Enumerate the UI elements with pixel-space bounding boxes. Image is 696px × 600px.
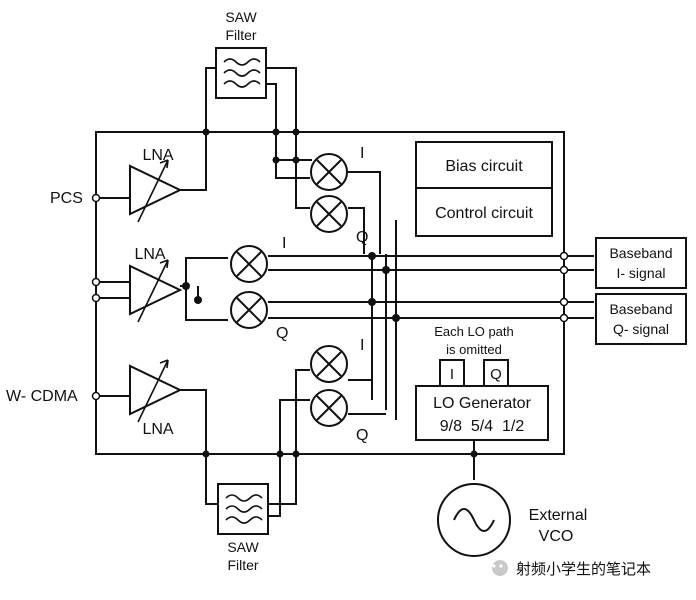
saw-bottom-label-1: SAW (227, 539, 259, 555)
baseband-q-line1: Baseband (609, 301, 672, 317)
vco-label-1: External (529, 507, 588, 524)
lo-note-line1: Each LO path (434, 324, 514, 339)
lna-top-label: LNA (142, 147, 173, 164)
baseband-i-line1: Baseband (609, 245, 672, 261)
watermark-logo (492, 560, 508, 576)
input-pcs: PCS (50, 190, 83, 207)
port-mid-1 (91, 277, 101, 287)
saw-filter-top (215, 47, 267, 99)
saw-bottom-label-2: Filter (227, 557, 258, 573)
lo-q-box (483, 359, 509, 387)
port-wcdma (91, 391, 101, 401)
lo-i-label: I (450, 366, 454, 383)
lo-q-label: Q (490, 366, 502, 383)
mixer-mid-q-label: Q (276, 325, 288, 342)
lna-bottom (129, 359, 183, 423)
saw-filter-bottom (217, 483, 269, 535)
mixer-bottom-i-label: I (360, 337, 364, 354)
port-mid-2 (91, 293, 101, 303)
lna-top (129, 159, 183, 223)
lo-generator-title: LO Generator (433, 395, 532, 412)
mixer-top-q (310, 195, 348, 233)
mixer-bottom-i (310, 345, 348, 383)
port-pcs (91, 193, 101, 203)
mixer-bottom-q (310, 389, 348, 427)
control-circuit-label: Control circuit (435, 205, 533, 222)
mixer-top-q-label: Q (356, 229, 368, 246)
baseband-i-line2: I- signal (616, 265, 665, 281)
lna-bottom-label: LNA (142, 421, 173, 438)
baseband-i-box (595, 237, 687, 289)
saw-top-label-1: SAW (225, 9, 257, 25)
watermark-text: 射频小学生的笔记本 (516, 561, 651, 578)
lna-middle-label: LNA (134, 246, 165, 263)
lna-middle (129, 259, 183, 323)
vco-label-2: VCO (539, 528, 574, 545)
mixer-bottom-q-label: Q (356, 427, 368, 444)
bias-circuit-label: Bias circuit (445, 158, 523, 175)
lo-note-line2: is omitted (446, 342, 502, 357)
baseband-q-box (595, 293, 687, 345)
junction-dots (182, 128, 569, 458)
mixer-mid-q (230, 291, 268, 329)
mixer-top-i-label: I (360, 145, 364, 162)
mixer-mid-i (230, 245, 268, 283)
mixer-top-i (310, 153, 348, 191)
wiring (100, 67, 594, 517)
mixer-mid-i-label: I (282, 235, 286, 252)
baseband-q-line2: Q- signal (613, 321, 669, 337)
lo-generator-box (415, 385, 549, 441)
saw-top-label-2: Filter (225, 27, 256, 43)
external-vco-symbol (437, 483, 511, 557)
lo-generator-ratios: 9/8 5/4 1/2 (440, 418, 525, 435)
input-wcdma: W- CDMA (6, 388, 78, 405)
